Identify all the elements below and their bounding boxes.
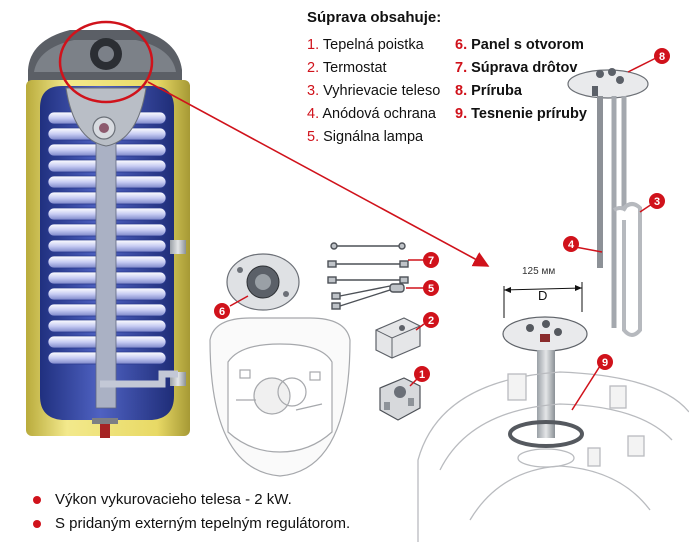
part-item: 5. Signálna lampa xyxy=(307,129,424,145)
callout-3: 3 xyxy=(649,193,665,209)
tank-top-sketch xyxy=(417,371,689,542)
callout-5: 5 xyxy=(423,280,439,296)
dimension-symbol: D xyxy=(538,288,547,303)
callout-1: 1 xyxy=(414,366,430,382)
part-item: 4. Anódová ochrana xyxy=(307,106,436,122)
bullet-dot xyxy=(33,496,41,504)
svg-text:9: 9 xyxy=(602,357,608,369)
part-item: 1. Tepelná poistka xyxy=(307,37,424,53)
side-fitting xyxy=(170,240,186,254)
part-item: 6. Panel s otvorom xyxy=(455,37,584,53)
flange-plate xyxy=(502,316,588,438)
svg-text:1: 1 xyxy=(419,369,425,381)
svg-text:3: 3 xyxy=(654,196,660,208)
water-heater-tank xyxy=(26,30,190,438)
thermostat xyxy=(375,317,421,359)
parts-title: Súprava obsahuje: xyxy=(307,9,442,26)
bullet-dot xyxy=(33,520,41,528)
svg-text:4: 4 xyxy=(568,239,575,251)
note-item: S pridaným externým tepelným regulátorom… xyxy=(33,512,350,536)
drain-valve xyxy=(100,420,110,438)
svg-text:5: 5 xyxy=(428,283,434,295)
panel-with-hole xyxy=(226,253,300,311)
callout-2: 2 xyxy=(423,312,439,328)
svg-text:7: 7 xyxy=(428,255,434,267)
dimension-annotation xyxy=(503,282,583,318)
svg-text:6: 6 xyxy=(219,306,225,318)
svg-text:8: 8 xyxy=(659,51,665,63)
highlight-circle xyxy=(58,20,154,104)
wire-set xyxy=(327,242,409,310)
part-item: 3. Vyhrievacie teleso xyxy=(307,83,441,99)
flange-gasket xyxy=(508,420,584,448)
parts-list-right: 6. Panel s otvorom 7. Súprava drôtov 8. … xyxy=(455,34,587,126)
callout-7: 7 xyxy=(423,252,439,268)
spec-notes: Výkon vykurovacieho telesa - 2 kW. S pri… xyxy=(33,488,350,536)
callout-4: 4 xyxy=(563,236,579,252)
part-item: 7. Súprava drôtov xyxy=(455,60,578,76)
thermal-fuse xyxy=(379,377,421,421)
callout-9: 9 xyxy=(597,354,613,370)
dimension-value: 125 мм xyxy=(522,266,555,277)
part-item: 2. Termostat xyxy=(307,60,387,76)
callout-8: 8 xyxy=(654,48,670,64)
pointer-arrow xyxy=(147,81,490,267)
note-item: Výkon vykurovacieho telesa - 2 kW. xyxy=(33,488,350,512)
tank-bottom-sketch xyxy=(209,317,351,477)
part-item: 9. Tesnenie príruby xyxy=(455,106,587,122)
svg-text:2: 2 xyxy=(428,315,434,327)
part-item: 8. Príruba xyxy=(455,83,522,99)
heating-element-assembly xyxy=(567,68,649,337)
callout-6: 6 xyxy=(214,303,230,319)
parts-list-left: 1. Tepelná poistka 2. Termostat 3. Vyhri… xyxy=(307,34,440,149)
